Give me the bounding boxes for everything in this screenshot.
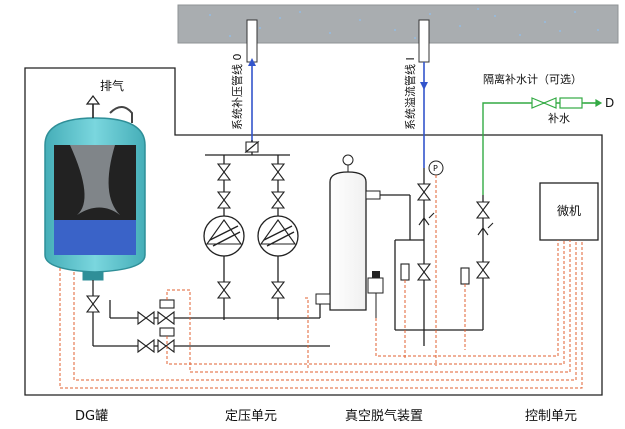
blue-pipelines — [251, 62, 425, 168]
section-degassing-unit: 真空脱气装置 — [345, 408, 423, 424]
flow-arrow-down-icon — [420, 82, 428, 90]
gate-valve-icon — [85, 295, 175, 354]
pump-icon — [257, 215, 299, 257]
isolated-meter-label: 隔离补水计（可选） — [483, 72, 582, 86]
exhaust-label: 排气 — [100, 78, 124, 93]
makeup-water-label: 补水 — [548, 112, 570, 125]
makeup-valve-icon — [531, 97, 603, 109]
check-valve-icon — [418, 212, 494, 236]
section-pressure-unit: 定压单元 — [225, 409, 277, 424]
pressure-gauge-letter: P — [433, 164, 438, 173]
solenoid-valve-icon — [367, 277, 384, 294]
pressure-gauge-icon: P — [428, 160, 444, 176]
exhaust-arrow-icon — [85, 95, 101, 118]
pressure-pipe-label: 系统补压管线 0 — [230, 54, 244, 131]
microcomputer-label: 微机 — [557, 204, 581, 218]
section-control-unit: 控制单元 — [525, 409, 577, 424]
flow-arrow-up-icon — [248, 58, 256, 66]
signal-wires — [59, 175, 583, 389]
gate-valve-icon — [216, 140, 286, 299]
ceiling-slab — [177, 4, 619, 44]
pump-icon — [203, 215, 245, 257]
makeup-water-line — [482, 102, 600, 195]
inlet-letter: D — [605, 96, 614, 110]
process-piping — [92, 140, 484, 347]
return-pipe-label: 系统溢流管线 I — [403, 57, 417, 130]
section-dg-tank: DG罐 — [75, 409, 108, 424]
vacuum-vessel — [315, 154, 384, 318]
gate-valve-icon — [400, 183, 491, 285]
dg-tank — [44, 106, 146, 281]
room-outline — [24, 67, 603, 396]
microcomputer-box — [539, 182, 599, 241]
